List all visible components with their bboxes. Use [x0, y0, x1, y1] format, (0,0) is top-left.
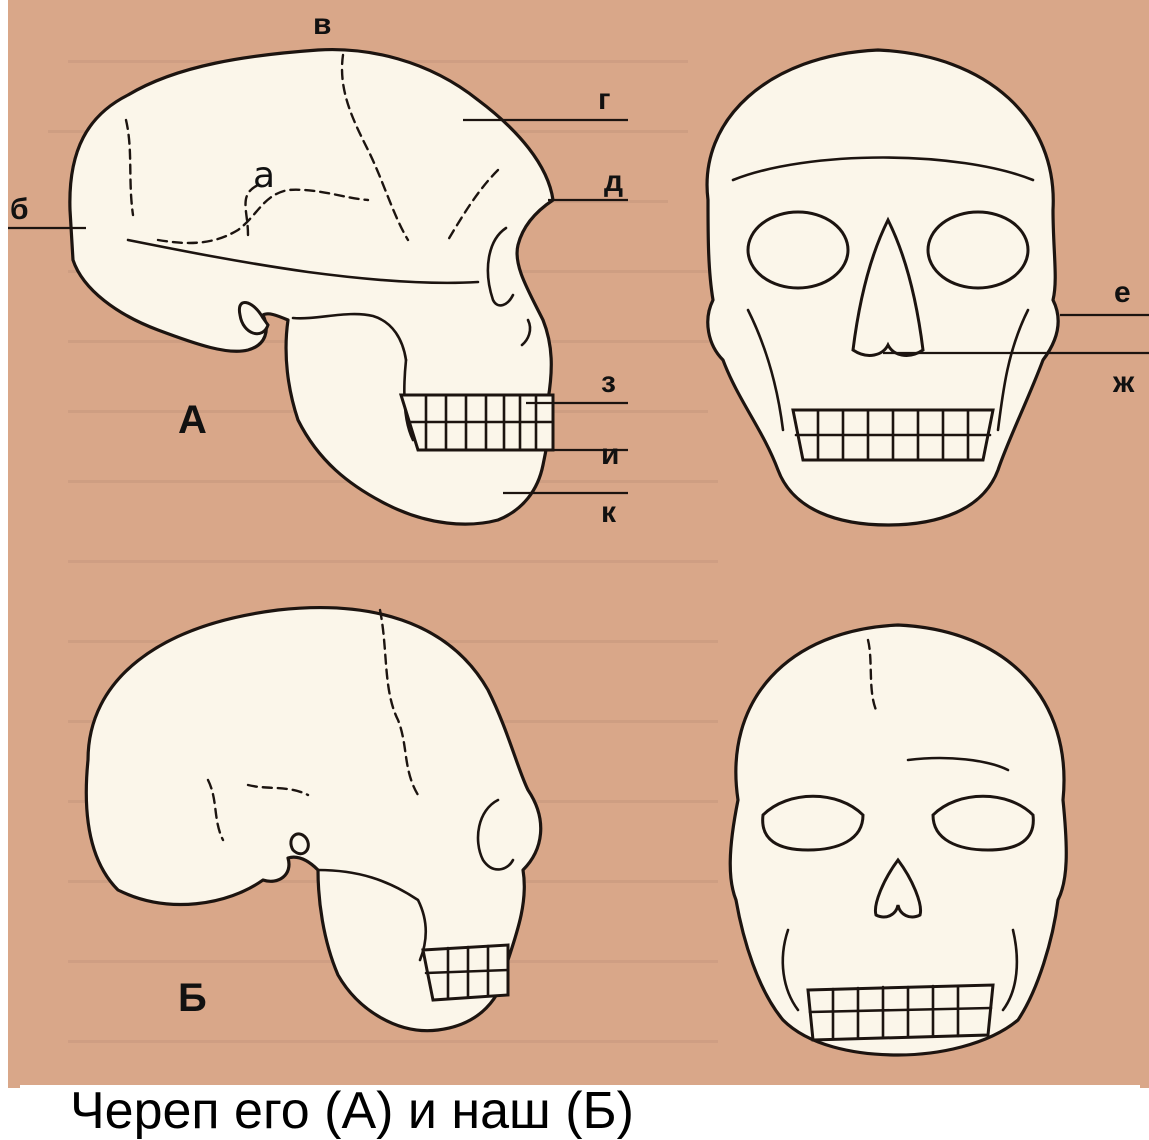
label-a: а	[253, 158, 275, 194]
skull-b-frontal	[730, 625, 1066, 1055]
skull-a-frontal	[707, 50, 1058, 525]
label-e: е	[1114, 278, 1131, 308]
label-zh: ж	[1113, 368, 1134, 398]
label-z: з	[601, 368, 616, 398]
skull-b-marker: Б	[178, 978, 207, 1018]
caption-text: Череп его (А) и наш (Б)	[70, 1085, 634, 1140]
label-v: в	[313, 10, 331, 40]
label-g: г	[598, 85, 611, 115]
skull-comparison-figure: в г а д б е ж з А и к Б	[8, 0, 1149, 1088]
label-i: и	[601, 440, 619, 470]
label-d: д	[604, 167, 623, 197]
skull-a-marker: А	[178, 400, 207, 440]
skull-drawings	[8, 0, 1149, 1088]
caption-box: Череп его (А) и наш (Б)	[20, 1085, 1140, 1140]
label-k: к	[601, 498, 616, 528]
label-b: б	[10, 195, 29, 225]
skull-b-lateral	[86, 608, 540, 1031]
